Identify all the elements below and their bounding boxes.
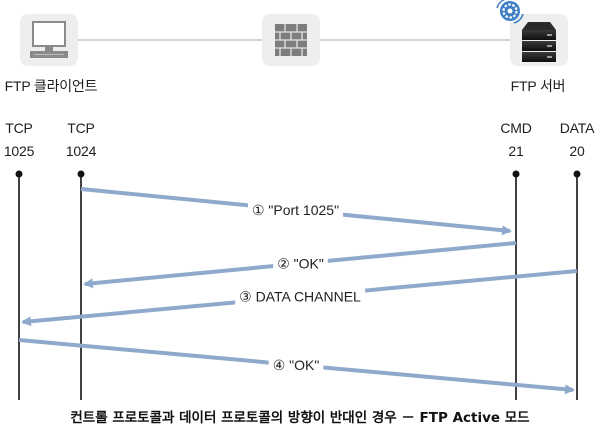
client-computer-icon bbox=[20, 14, 78, 66]
column-label-data-20: DATA 20 bbox=[559, 117, 595, 163]
column-protocol: CMD bbox=[500, 120, 532, 136]
lifeline-tcp-1024-dot bbox=[77, 170, 85, 178]
lifeline-tcp-1025-dot bbox=[15, 170, 23, 178]
column-label-cmd-21: CMD 21 bbox=[500, 117, 531, 163]
message-port-1025-label-bg bbox=[247, 201, 344, 219]
firewall-icon bbox=[262, 14, 320, 66]
message-data-channel-label-bg bbox=[235, 287, 366, 306]
column-port: 1025 bbox=[3, 143, 35, 159]
client-label: FTP 클라이언트 bbox=[4, 78, 98, 94]
column-label-tcp-1024: TCP 1024 bbox=[65, 117, 97, 163]
message-ok-1-label-bg bbox=[273, 254, 328, 273]
messages: ① "Port 1025" ② "OK" ③ DATA CHANNEL ④ "OK" bbox=[18, 187, 578, 395]
lifeline-data-20-dot bbox=[573, 170, 581, 178]
column-protocol: TCP bbox=[5, 120, 33, 136]
message-ok-2: ④ "OK" bbox=[18, 338, 575, 395]
column-protocol: TCP bbox=[67, 120, 95, 136]
gear-icon bbox=[496, 0, 524, 24]
message-port-1025-label: ① "Port 1025" bbox=[252, 202, 339, 218]
message-port-1025: ① "Port 1025" bbox=[80, 187, 512, 236]
column-port: 20 bbox=[569, 143, 585, 159]
diagram-caption: 컨트롤 프로토콜과 데이터 프로토콜의 방향이 반대인 경우 － FTP Act… bbox=[70, 410, 530, 426]
message-data-channel-label: ③ DATA CHANNEL bbox=[239, 289, 361, 305]
server-icon bbox=[510, 14, 568, 66]
message-ok-2-label: ④ "OK" bbox=[273, 357, 320, 373]
server-label: FTP 서버 bbox=[510, 78, 566, 94]
message-ok-2-label-bg bbox=[268, 356, 324, 374]
lifeline-cmd-21-dot bbox=[512, 170, 520, 178]
message-ok-1: ② "OK" bbox=[83, 241, 517, 289]
message-ok-1-label: ② "OK" bbox=[277, 256, 324, 272]
lifelines bbox=[15, 170, 581, 400]
column-label-tcp-1025: TCP 1025 bbox=[3, 117, 35, 163]
column-port: 21 bbox=[508, 143, 524, 159]
column-port: 1024 bbox=[65, 143, 97, 159]
message-data-channel: ③ DATA CHANNEL bbox=[21, 269, 578, 327]
column-protocol: DATA bbox=[559, 120, 595, 136]
